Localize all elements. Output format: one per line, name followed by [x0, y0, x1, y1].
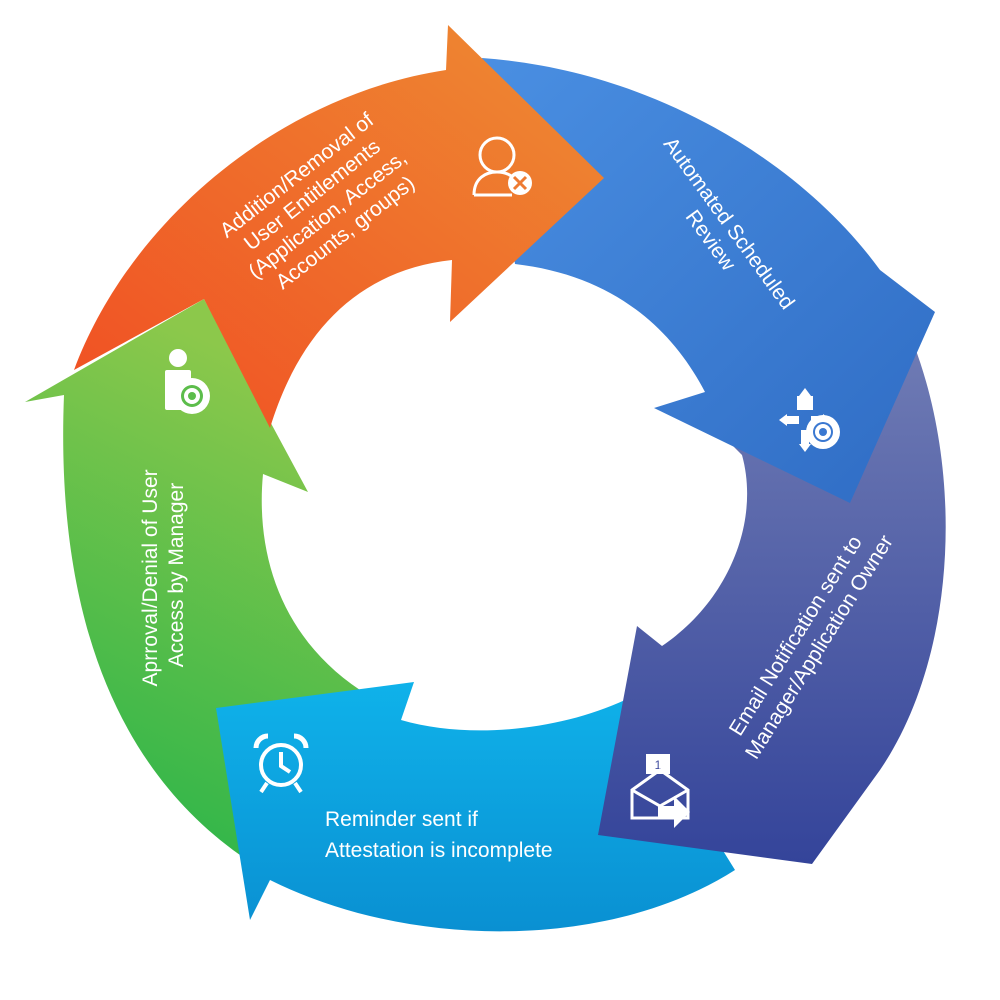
svg-text:Aprroval/Denial of User: Aprroval/Denial of User Access by Manage… [139, 464, 188, 687]
segment-reminder-arrow [216, 682, 735, 932]
user-gear-icon [165, 349, 210, 414]
alarm-clock-icon [253, 733, 309, 794]
segment-entitlements-arrow [74, 25, 604, 428]
email-forward-icon: 1 [630, 754, 690, 828]
svg-text:Reminder sent if Attesta: Reminder sent if Attestation is incomple… [325, 808, 553, 862]
label-approval: Aprroval/Denial of User Access by Manage… [139, 464, 188, 687]
user-remove-icon [472, 136, 532, 197]
workflow-gear-icon [779, 388, 840, 452]
segment-review-arrow [482, 58, 935, 503]
svg-text:1: 1 [655, 758, 662, 772]
label-reminder: Reminder sent if Attestation is incomple… [325, 808, 553, 862]
